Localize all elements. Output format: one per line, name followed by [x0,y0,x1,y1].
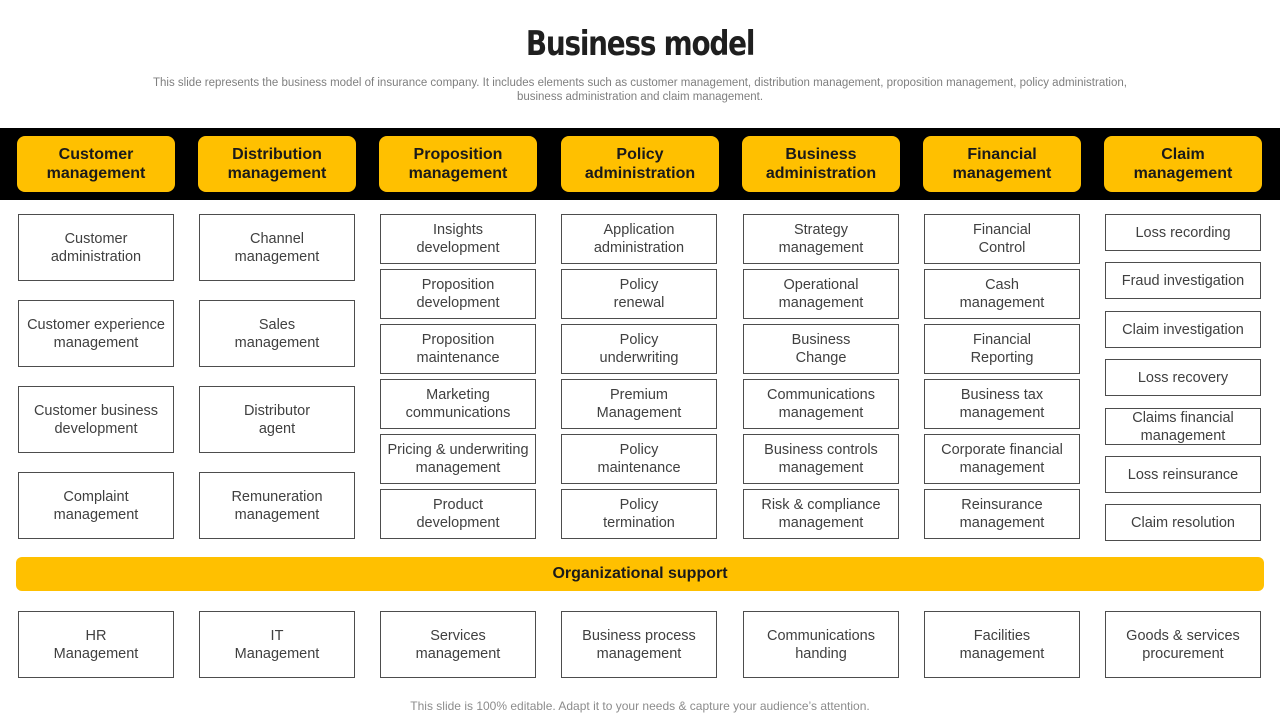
support-function-box: Services management [380,611,536,678]
function-box: Application administration [561,214,717,264]
function-box: Communications management [743,379,899,429]
function-box: Customer administration [18,214,174,281]
function-box: Remuneration management [199,472,355,539]
function-box: Proposition maintenance [380,324,536,374]
footer-note: This slide is 100% editable. Adapt it to… [410,699,870,713]
function-box: Marketing communications [380,379,536,429]
function-box: Policy termination [561,489,717,539]
organizational-support-bar: Organizational support [16,557,1264,591]
function-box: Channel management [199,214,355,281]
function-box: Customer experience management [18,300,174,367]
function-box: Claims financial management [1105,408,1261,445]
column-heading: Policy administration [561,136,719,192]
function-box: Strategy management [743,214,899,264]
function-box: Cash management [924,269,1080,319]
function-box: Policy underwriting [561,324,717,374]
function-box: Financial Control [924,214,1080,264]
function-box: Risk & compliance management [743,489,899,539]
function-box: Loss reinsurance [1105,456,1261,493]
function-box: Operational management [743,269,899,319]
support-function-box: Communications handing [743,611,899,678]
function-box: Policy maintenance [561,434,717,484]
column-heading: Financial management [923,136,1081,192]
function-box: Loss recovery [1105,359,1261,396]
function-box: Loss recording [1105,214,1261,251]
function-box: Insights development [380,214,536,264]
column-heading: Proposition management [379,136,537,192]
function-box: Product development [380,489,536,539]
function-box: Business Change [743,324,899,374]
function-box: Pricing & underwriting management [380,434,536,484]
support-function-box: HR Management [18,611,174,678]
function-box: Reinsurance management [924,489,1080,539]
function-box: Premium Management [561,379,717,429]
function-box: Financial Reporting [924,324,1080,374]
function-box: Business tax management [924,379,1080,429]
function-box: Claim resolution [1105,504,1261,541]
function-box: Proposition development [380,269,536,319]
function-box: Claim investigation [1105,311,1261,348]
support-function-box: Goods & services procurement [1105,611,1261,678]
function-box: Customer business development [18,386,174,453]
column-heading: Claim management [1104,136,1262,192]
function-box: Complaint management [18,472,174,539]
function-box: Sales management [199,300,355,367]
column-heading: Business administration [742,136,900,192]
function-box: Policy renewal [561,269,717,319]
function-box: Fraud investigation [1105,262,1261,299]
support-function-box: Facilities management [924,611,1080,678]
page-subtitle: This slide represents the business model… [153,77,1127,103]
column-heading: Customer management [17,136,175,192]
support-function-box: Business process management [561,611,717,678]
page-title: Business model [525,24,756,64]
column-heading: Distribution management [198,136,356,192]
function-box: Distributor agent [199,386,355,453]
support-function-box: IT Management [199,611,355,678]
function-box: Business controls management [743,434,899,484]
function-box: Corporate financial management [924,434,1080,484]
